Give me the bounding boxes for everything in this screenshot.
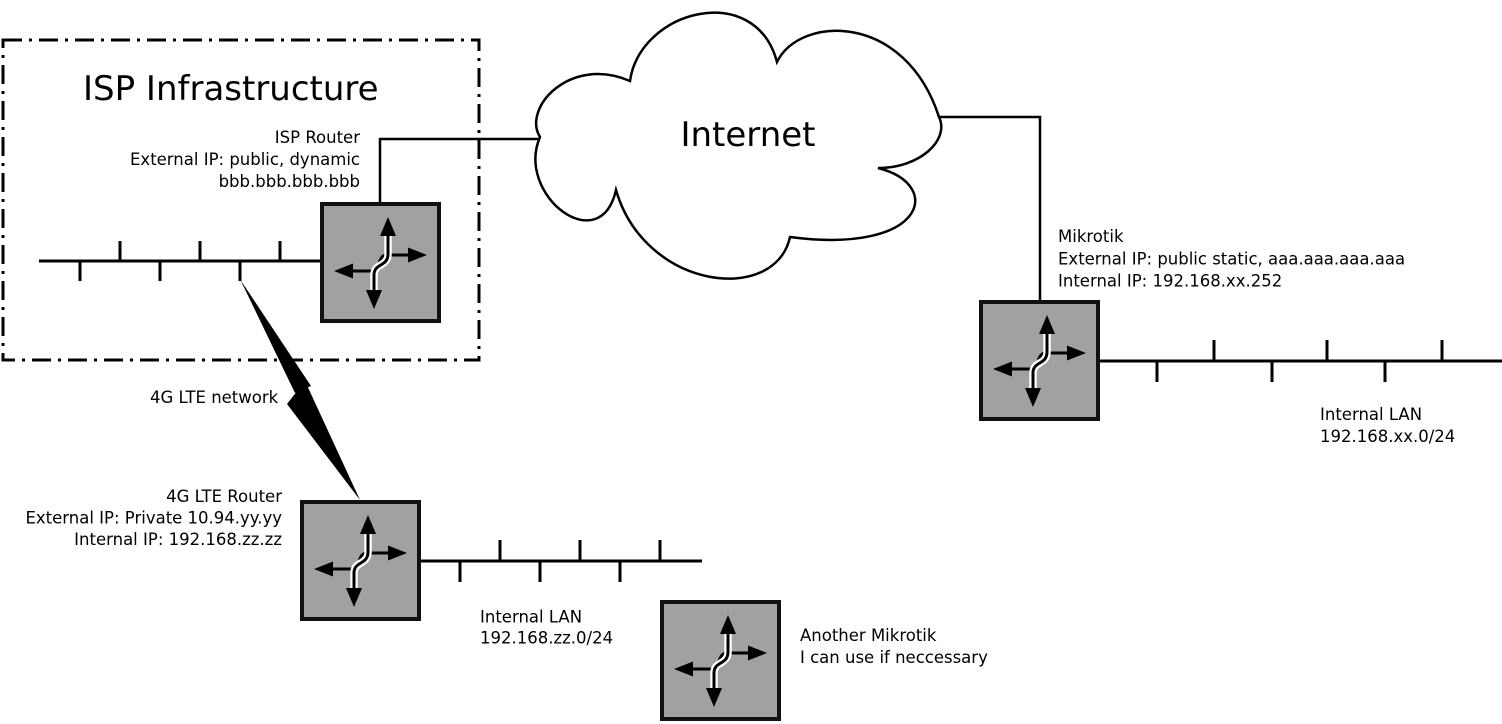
bolt-lower-blade — [287, 381, 360, 500]
isp-router-icon — [322, 204, 439, 321]
internet-cloud — [534, 11, 943, 280]
mikrotik-lan-subnet: 192.168.xx.0/24 — [1320, 427, 1455, 446]
internet-label: Internet — [680, 115, 815, 155]
lte-router-name: 4G LTE Router — [166, 487, 282, 506]
backup-router-name: Another Mikrotik — [800, 626, 937, 645]
lte-router-internal-ip: Internal IP: 192.168.zz.zz — [74, 530, 282, 549]
lte-lan-subnet: 192.168.zz.0/24 — [480, 629, 613, 648]
isp-zone-border — [1, 38, 481, 362]
mikrotik-router-icon — [981, 302, 1098, 419]
mikrotik-external-ip: External IP: public static, aaa.aaa.aaa.… — [1058, 250, 1405, 269]
mikrotik-label: Mikrotik External IP: public static, aaa… — [1058, 227, 1405, 291]
lte-lan-label: Internal LAN 192.168.zz.0/24 — [480, 608, 613, 648]
lightning-bolt-icon — [240, 280, 360, 500]
mikrotik-internal-ip: Internal IP: 192.168.xx.252 — [1058, 272, 1282, 291]
lte-router-label: 4G LTE Router External IP: Private 10.94… — [25, 487, 282, 549]
lte-link-label: 4G LTE network — [150, 388, 279, 407]
backup-router-note: I can use if neccessary — [800, 648, 988, 667]
isp-router-external-ip: External IP: public, dynamic — [130, 150, 360, 169]
internet-to-mikrotik-link — [925, 115, 1042, 301]
backup-router-label: Another Mikrotik I can use if neccessary — [800, 626, 988, 667]
isp-to-internet-link — [378, 137, 560, 203]
mikrotik-name: Mikrotik — [1058, 227, 1124, 246]
isp-router-address: bbb.bbb.bbb.bbb — [219, 172, 360, 191]
isp-zone-title: ISP Infrastructure — [83, 69, 379, 109]
lte-lan-segment — [421, 540, 702, 582]
backup-router-icon — [662, 602, 779, 719]
mikrotik-lan-name: Internal LAN — [1320, 405, 1422, 424]
lte-router-external-ip: External IP: Private 10.94.yy.yy — [25, 509, 282, 528]
lte-lan-name: Internal LAN — [480, 608, 582, 627]
lte-router-icon — [302, 502, 419, 619]
isp-lan-segment — [39, 241, 320, 281]
isp-router-name: ISP Router — [275, 128, 360, 147]
mikrotik-lan-segment — [1100, 340, 1502, 382]
mikrotik-lan-label: Internal LAN 192.168.xx.0/24 — [1320, 405, 1455, 446]
isp-router-label: ISP Router External IP: public, dynamic … — [130, 128, 360, 191]
bolt-upper-blade — [240, 280, 311, 393]
